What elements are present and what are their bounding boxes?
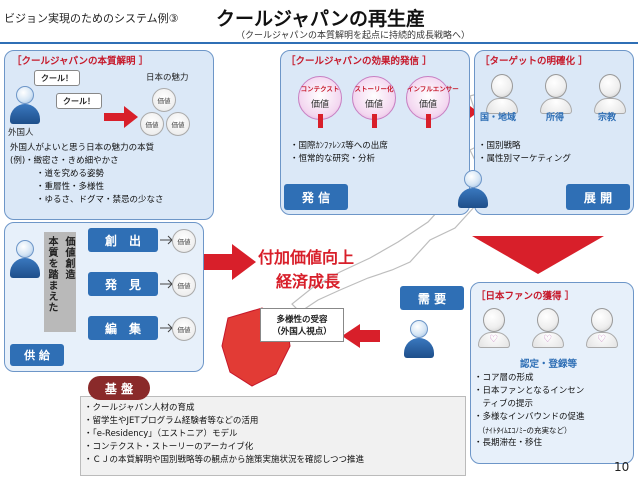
essence-bullet-2: ・道を究める姿勢 [36, 169, 105, 179]
japan-charm-label: 日本の魅力 [146, 73, 189, 83]
arrow-red-icon [104, 106, 138, 128]
value-circle-influencer: インフルエンサー 価値 [406, 76, 459, 120]
demand-bullet-1: ・日本ファンとなるインセン [474, 386, 585, 396]
charm-coin-3: 価値 [166, 112, 190, 136]
value-label-story: 価値 [364, 100, 383, 110]
target-tag-religion: 宗教 [598, 113, 617, 123]
target-person-2-icon [540, 74, 572, 114]
foundation-panel [80, 396, 466, 476]
demand-bullets: ・コア層の形成 ・日本ファンとなるインセン ティブの提示 ・多様なインバウンドの… [474, 372, 585, 450]
demand-bullet-0: ・コア層の形成 [474, 373, 534, 383]
map-honshu [291, 148, 483, 313]
deploy-button: 展 開 [566, 184, 630, 210]
create-coin: 価値 [172, 229, 196, 253]
demand-bullet-2: ティブの提示 [474, 399, 534, 409]
foundation-bullets: ・クールジャパン人材の育成 ・留学生やJETプログラム経験者等などの活用 ・「e… [84, 402, 364, 467]
demand-bullet-5: ・長期滞在・移住 [474, 438, 543, 448]
diversity-box: 多様性の受容 （外国人視点） [260, 308, 344, 342]
page-number: 10 [614, 460, 630, 474]
value-bar-1 [318, 114, 323, 128]
foundation-title: 基 盤 [88, 376, 150, 400]
charm-coin-2: 価値 [140, 112, 164, 136]
target-bullet-1: ・属性別マーケティング [478, 154, 571, 164]
essence-bullet-1: (例)・緻密さ・きめ細やかさ [10, 156, 119, 166]
target-bullets: ・国別戦略 ・属性別マーケティング [478, 140, 571, 166]
foreigner-icon [10, 86, 40, 124]
foundation-bullet-4: ・ＣＪの本質解明や国別戦略等の観点から施策実施状況を確認しつつ推進 [84, 455, 364, 465]
demand-bullet-3: ・多様なインバウンドの促進 [474, 412, 585, 422]
economic-growth-label: 経済成長 [276, 272, 341, 291]
header-divider [0, 42, 638, 44]
discover-step: 発 見 [88, 272, 158, 296]
promoter-icon [458, 170, 488, 208]
supply-vertical-label: 本質を踏まえた 価値創造 [44, 232, 76, 332]
essence-bullet-3: ・重層性・多様性 [36, 182, 105, 192]
effect-bullet-0: ・国際ｶﾝﾌｧﾚﾝｽ等への出席 [290, 141, 388, 151]
arrow-supply-to-center [196, 244, 256, 280]
page-title: クールジャパンの再生産 [216, 8, 426, 30]
essence-panel-title: ［クールジャパンの本質解明 ］ [12, 56, 149, 67]
value-bar-3 [426, 114, 431, 128]
effect-panel-title: ［クールジャパンの効果的発信 ］ [286, 56, 432, 67]
fan-person-1-icon: ♡ [478, 308, 510, 348]
header-prefix: ビジョン実現のためのシステム例③ [4, 12, 179, 25]
edit-step: 編 集 [88, 316, 158, 340]
charm-coin-1: 価値 [152, 88, 176, 112]
foundation-bullet-2: ・「e-Residency」（エストニア）モデル [84, 429, 238, 439]
demand-bullet-4: （ﾅｲﾄﾀｲﾑｴｺﾉﾐｰの充実など） [474, 426, 572, 435]
demand-button: 需 要 [400, 286, 464, 310]
essence-bullet-4: ・ゆるさ、ドグマ・禁忌の少なさ [36, 195, 164, 205]
page-subtitle: （クールジャパンの本質解明を起点に持続的成長戦略へ） [236, 31, 471, 41]
arrow-target-down [472, 236, 604, 274]
edit-coin: 価値 [172, 317, 196, 341]
diversity-line-1: 多様性の受容 [276, 315, 328, 325]
fan-person-2-icon: ♡ [532, 308, 564, 348]
value-label-context: 価値 [310, 100, 329, 110]
fan-person-3-icon: ♡ [586, 308, 618, 348]
discover-coin: 価値 [172, 273, 196, 297]
certify-label: 認定・登録等 [520, 359, 578, 370]
supply-vertical-line-2: 価値創造 [63, 236, 74, 280]
value-circle-story: ストーリー化 価値 [352, 76, 396, 120]
create-step: 創 出 [88, 228, 158, 252]
effect-bullets: ・国際ｶﾝﾌｧﾚﾝｽ等への出席 ・恒常的な研究・分析 [290, 140, 388, 166]
supply-step-arrows [160, 235, 172, 333]
target-panel-title: ［ターゲットの明確化 ］ [480, 56, 588, 67]
value-label-influencer: 価値 [418, 100, 437, 110]
essence-bullet-0: 外国人がよいと思う日本の魅力の本質 [10, 143, 155, 153]
essence-bullets: 外国人がよいと思う日本の魅力の本質 (例)・緻密さ・きめ細やかさ ・道を究める姿… [10, 142, 164, 207]
demand-person-icon [404, 320, 434, 358]
arrow-demand-left [342, 324, 380, 348]
speech-bubble-cool-1: クール！ [34, 70, 80, 86]
value-name-story: ストーリー化 [354, 85, 394, 93]
demand-panel-title: ［日本ファンの獲得 ］ [476, 291, 575, 302]
target-person-1-icon [486, 74, 518, 114]
supply-vertical-line-1: 本質を踏まえた [46, 236, 57, 313]
diversity-line-2: （外国人視点） [272, 327, 332, 337]
transmit-button: 発 信 [284, 184, 348, 210]
supply-button: 供 給 [10, 344, 64, 366]
target-tag-income: 所得 [546, 113, 565, 123]
target-bullet-0: ・国別戦略 [478, 141, 521, 151]
speech-bubble-cool-2: クール！ [56, 93, 102, 109]
target-person-3-icon [594, 74, 626, 114]
effect-bullet-1: ・恒常的な研究・分析 [290, 154, 376, 164]
value-bar-2 [372, 114, 377, 128]
foundation-bullet-0: ・クールジャパン人材の育成 [84, 403, 195, 413]
supplier-icon [10, 240, 40, 278]
value-name-influencer: インフルエンサー [407, 85, 459, 93]
foundation-bullet-3: ・コンテクスト・ストーリーのアーカイブ化 [84, 442, 254, 452]
value-up-label: 付加価値向上 [258, 248, 355, 267]
foreigner-label: 外国人 [8, 128, 34, 138]
foundation-bullet-1: ・留学生やJETプログラム経験者等などの活用 [84, 416, 259, 426]
target-tag-region: 国・地域 [480, 113, 517, 123]
value-name-context: コンテクスト [300, 85, 340, 93]
